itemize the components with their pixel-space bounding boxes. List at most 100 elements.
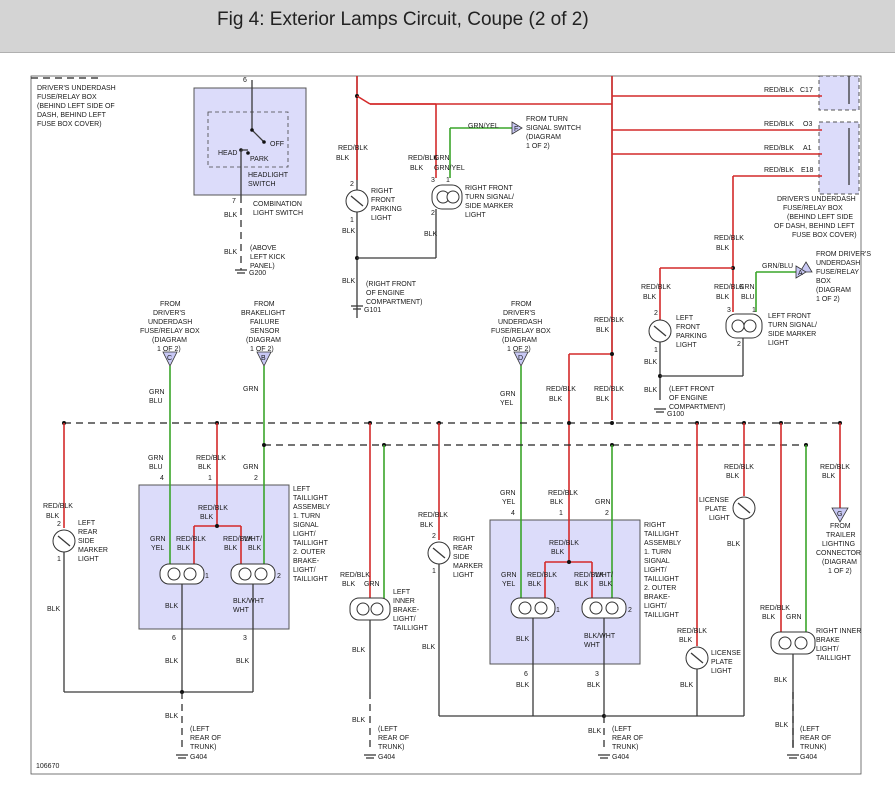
title-bar: Fig 4: Exterior Lamps Circuit, Coupe (2 … (0, 0, 895, 53)
svg-text:RED/BLK: RED/BLK (641, 284, 671, 291)
svg-text:GRN: GRN (786, 614, 802, 621)
svg-text:RED/BLK: RED/BLK (760, 605, 790, 612)
svg-text:(DIAGRAM: (DIAGRAM (246, 337, 281, 344)
svg-text:BLK: BLK (165, 603, 179, 610)
svg-text:BLK: BLK (587, 682, 601, 689)
svg-text:BLK: BLK (762, 614, 776, 621)
left-turn-signal-bulb (159, 563, 205, 585)
svg-text:(LEFT: (LEFT (378, 726, 398, 733)
svg-text:REAR: REAR (78, 529, 97, 536)
svg-text:1 OF 2): 1 OF 2) (816, 296, 840, 303)
right-outer-brake-bulb (581, 597, 627, 619)
svg-text:YEL: YEL (500, 400, 513, 407)
svg-text:BLK: BLK (342, 278, 356, 285)
svg-text:1 OF 2): 1 OF 2) (526, 143, 550, 150)
svg-text:SIDE MARKER: SIDE MARKER (768, 331, 816, 338)
svg-text:ASSEMBLY: ASSEMBLY (644, 540, 682, 547)
svg-text:BLK: BLK (248, 545, 262, 552)
svg-text:LIGHT: LIGHT (676, 342, 697, 349)
svg-text:E18: E18 (801, 167, 814, 174)
svg-text:BLK: BLK (224, 545, 238, 552)
svg-text:YEL: YEL (151, 545, 164, 552)
svg-text:3: 3 (727, 307, 731, 314)
svg-text:GRN: GRN (739, 284, 755, 291)
svg-text:BLK: BLK (46, 513, 60, 520)
svg-text:BLK: BLK (775, 722, 789, 729)
svg-text:1: 1 (654, 347, 658, 354)
svg-text:RED/BLK: RED/BLK (594, 317, 624, 324)
svg-text:SIGNAL: SIGNAL (644, 558, 670, 565)
svg-text:HEADLIGHT: HEADLIGHT (248, 172, 289, 179)
svg-text:BRAKELIGHT: BRAKELIGHT (241, 310, 286, 317)
ground-g200: G200 (235, 269, 266, 277)
svg-text:GRN: GRN (150, 536, 166, 543)
connector-b-source: FROM BRAKELIGHT FAILURE SENSOR (DIAGRAM … (241, 301, 286, 367)
svg-text:FAILURE: FAILURE (250, 319, 280, 326)
ground-g404-3: G404 (598, 754, 629, 761)
svg-text:RED/BLK: RED/BLK (677, 628, 707, 635)
connector-g (831, 507, 849, 523)
svg-text:RIGHT FRONT: RIGHT FRONT (465, 185, 513, 192)
svg-text:TRUNK): TRUNK) (612, 744, 638, 751)
right-inner-brake-lamp (770, 631, 816, 655)
svg-text:G100: G100 (667, 411, 684, 418)
svg-text:3: 3 (431, 177, 435, 184)
diagram-frame (30, 75, 862, 775)
svg-text:COMPARTMENT): COMPARTMENT) (669, 404, 726, 411)
svg-text:BRAKE-: BRAKE- (393, 607, 420, 614)
svg-text:BLK: BLK (420, 522, 434, 529)
svg-text:BLK: BLK (596, 396, 610, 403)
svg-text:MARKER: MARKER (78, 547, 108, 554)
svg-text:RED/BLK: RED/BLK (820, 464, 850, 471)
svg-text:RED/BLK: RED/BLK (548, 490, 578, 497)
svg-text:RED/BLK: RED/BLK (574, 572, 604, 579)
svg-text:RIGHT: RIGHT (371, 188, 394, 195)
svg-text:BLK: BLK (643, 294, 657, 301)
svg-text:GRN: GRN (500, 391, 516, 398)
svg-text:LIGHT: LIGHT (709, 515, 730, 522)
svg-text:BLK: BLK (177, 545, 191, 552)
svg-text:6: 6 (243, 77, 247, 84)
rf-turn-lamp (431, 184, 463, 210)
svg-text:RED/BLK: RED/BLK (338, 145, 368, 152)
svg-text:UNDERDASH: UNDERDASH (148, 319, 192, 326)
svg-text:1: 1 (559, 510, 563, 517)
svg-text:LIGHT/: LIGHT/ (816, 646, 839, 653)
svg-text:GRN/YEL: GRN/YEL (468, 123, 499, 130)
svg-text:GRN: GRN (243, 386, 259, 393)
svg-text:2: 2 (57, 521, 61, 528)
svg-text:4: 4 (160, 475, 164, 482)
wiring-diagram: DRIVER'S UNDERDASH FUSE/RELAY BOX (BEHIN… (30, 75, 871, 775)
svg-text:G404: G404 (612, 754, 629, 761)
svg-text:TRUNK): TRUNK) (190, 744, 216, 751)
svg-text:BLK: BLK (599, 581, 613, 588)
svg-text:FROM TURN: FROM TURN (526, 116, 568, 123)
svg-text:BLK: BLK (644, 387, 658, 394)
svg-text:LICENSE: LICENSE (699, 497, 729, 504)
svg-text:2: 2 (432, 533, 436, 540)
svg-text:LIGHT: LIGHT (711, 668, 732, 675)
svg-text:(LEFT: (LEFT (190, 726, 210, 733)
svg-text:GRN: GRN (364, 581, 380, 588)
svg-text:BLK: BLK (551, 549, 565, 556)
left-outer-brake-bulb (230, 563, 276, 585)
svg-text:LEFT: LEFT (78, 520, 96, 527)
svg-text:BLK: BLK (47, 606, 61, 613)
left-taillight-label: LEFT TAILLIGHT ASSEMBLY 1. TURN SIGNAL L… (293, 486, 331, 583)
svg-text:BLK: BLK (352, 647, 366, 654)
svg-text:1: 1 (446, 177, 450, 184)
svg-text:BLK: BLK (575, 581, 589, 588)
svg-text:BLK: BLK (516, 636, 530, 643)
svg-text:RED/BLK: RED/BLK (549, 540, 579, 547)
svg-text:SIGNAL: SIGNAL (293, 522, 319, 529)
svg-text:RIGHT: RIGHT (453, 536, 476, 543)
trailer-connector-label: FROM TRAILER LIGHTING CONNECTOR (DIAGRAM… (816, 523, 861, 575)
svg-text:BLK/WHT: BLK/WHT (584, 633, 616, 640)
svg-text:(BEHIND LEFT SIDE OF: (BEHIND LEFT SIDE OF (37, 103, 115, 110)
svg-text:2: 2 (654, 310, 658, 317)
svg-text:SIGNAL SWITCH: SIGNAL SWITCH (526, 125, 581, 132)
svg-text:2. OUTER: 2. OUTER (644, 585, 676, 592)
svg-text:1: 1 (752, 307, 756, 314)
svg-text:BLK: BLK (679, 637, 693, 644)
switch-head: HEAD (218, 150, 237, 157)
